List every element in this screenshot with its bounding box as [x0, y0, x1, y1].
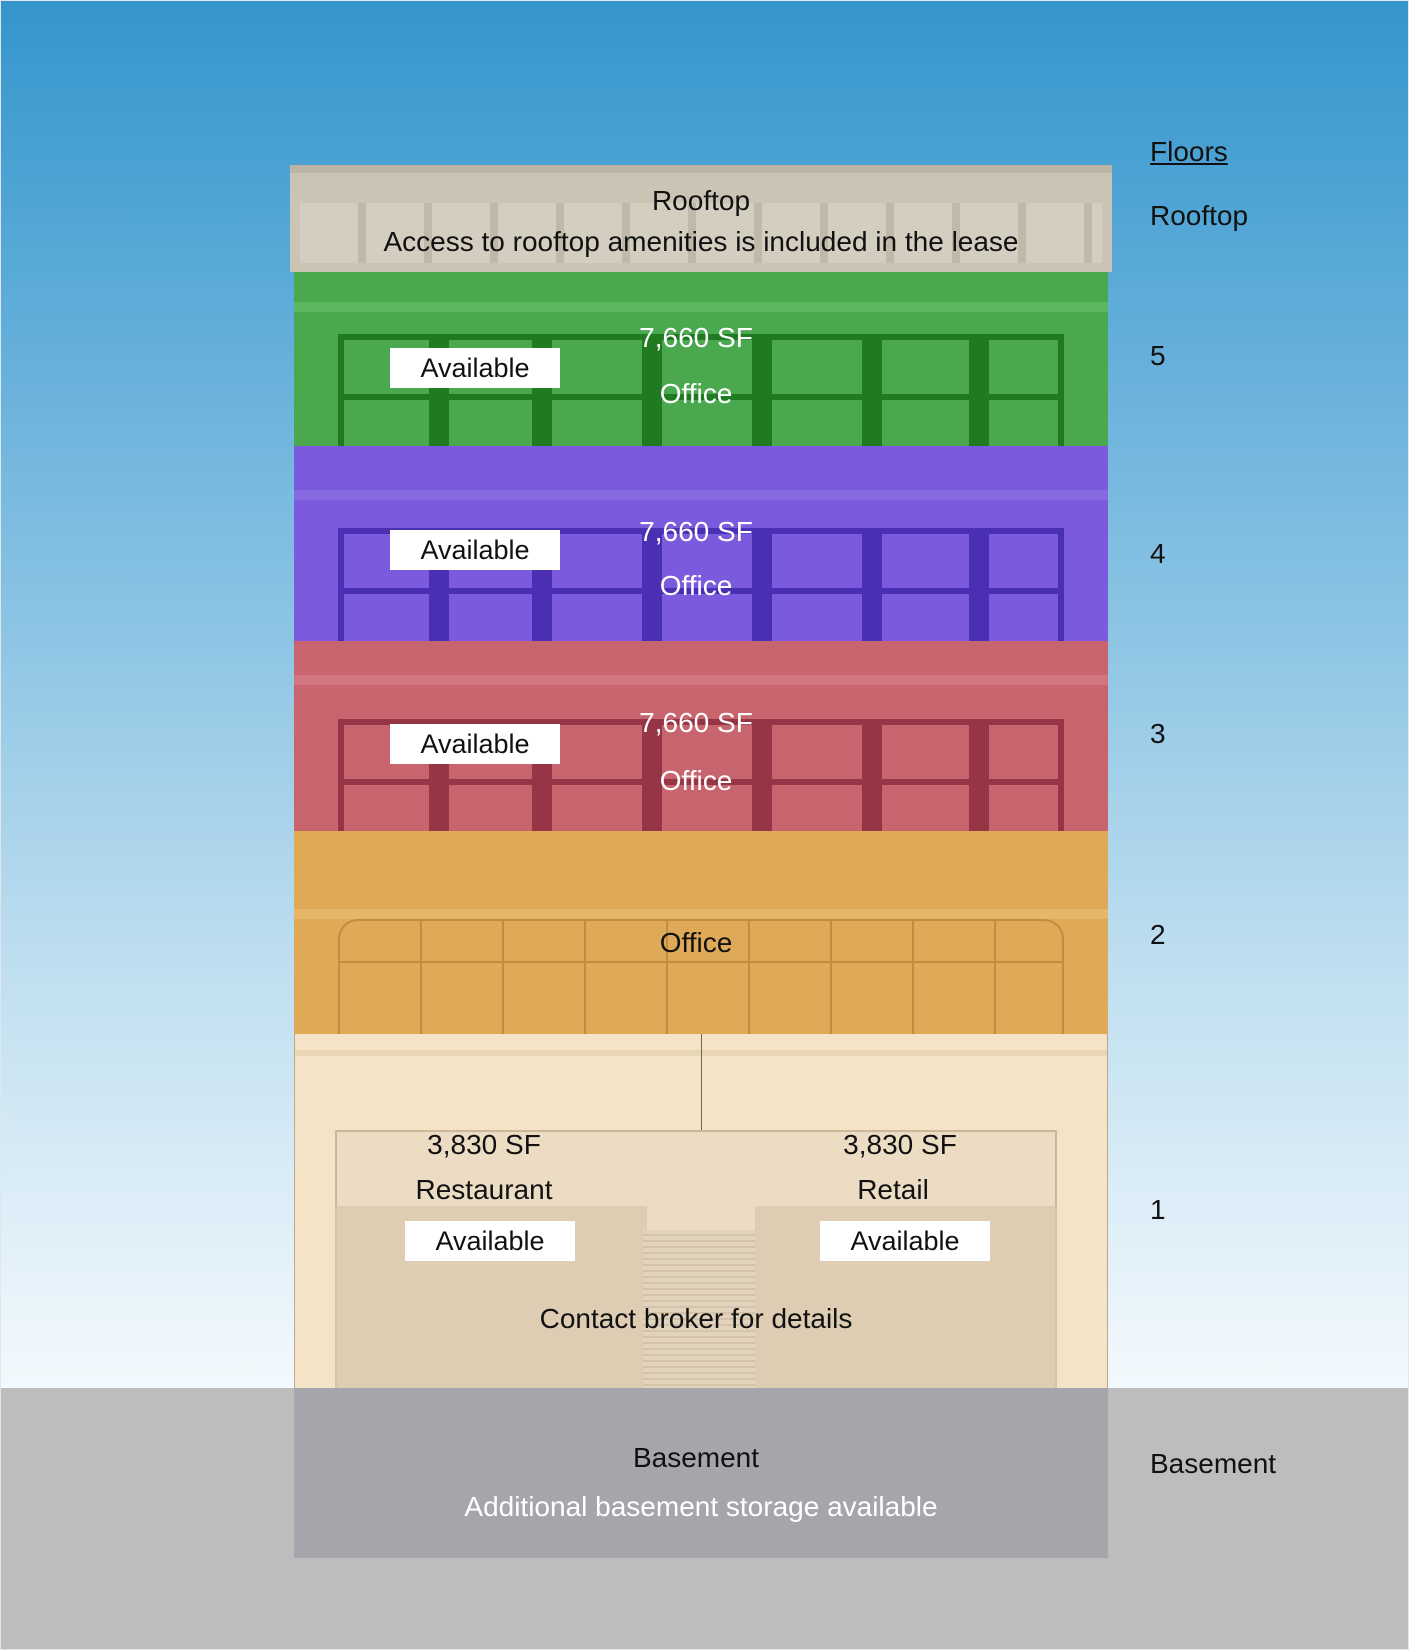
floor-1-note: Contact broker for details — [539, 1303, 853, 1334]
floor-4-size: 7,660 SF — [639, 516, 753, 547]
floor-4-status-badge: Available — [390, 530, 560, 570]
floor-1-band[interactable]: 3,830 SF Restaurant Available 3,830 SF R… — [294, 1034, 1108, 1388]
floor-1-left-size: 3,830 SF — [427, 1129, 541, 1160]
floor-2-use: Office — [659, 927, 733, 958]
floor-3-size: 7,660 SF — [639, 707, 753, 738]
floor-2-band[interactable]: Office — [294, 831, 1108, 1034]
basement-band[interactable]: Basement Additional basement storage ava… — [294, 1388, 1108, 1558]
basement-note: Additional basement storage available — [464, 1491, 938, 1522]
floor-5-band[interactable]: Available 7,660 SF Office — [294, 272, 1108, 446]
floor-1-right-status-badge: Available — [820, 1221, 990, 1261]
floor-3-band[interactable]: Available 7,660 SF Office — [294, 641, 1108, 831]
rooftop-band[interactable]: Rooftop Access to rooftop amenities is i… — [290, 165, 1112, 272]
floor-3-use: Office — [659, 765, 733, 796]
floor-4-band[interactable]: Available 7,660 SF Office — [294, 446, 1108, 641]
basement-title: Basement — [632, 1442, 760, 1473]
floor-label-1: 1 — [1150, 1194, 1166, 1225]
floor-1-right-use: Retail — [857, 1174, 929, 1205]
floor-1-left-status-badge: Available — [405, 1221, 575, 1261]
floor-1-left-use: Restaurant — [415, 1174, 553, 1205]
rooftop-title: Rooftop — [651, 185, 751, 216]
rooftop-note: Access to rooftop amenities is included … — [383, 226, 1019, 257]
floor-label-2: 2 — [1150, 919, 1166, 950]
floor-label-4: 4 — [1150, 538, 1166, 569]
floor-5-use: Office — [659, 378, 733, 409]
floor-5-size: 7,660 SF — [639, 322, 753, 353]
floor-3-status-badge: Available — [390, 724, 560, 764]
floor-label-5: 5 — [1150, 340, 1166, 371]
floor-4-use: Office — [659, 570, 733, 601]
floor-label-basement: Basement — [1150, 1448, 1277, 1479]
floor-label-3: 3 — [1150, 718, 1166, 749]
floor-label-rooftop: Rooftop — [1150, 200, 1249, 231]
floor-1-right-size: 3,830 SF — [843, 1129, 957, 1160]
floor-5-status-badge: Available — [390, 348, 560, 388]
floors-legend-title: Floors — [1150, 136, 1228, 167]
